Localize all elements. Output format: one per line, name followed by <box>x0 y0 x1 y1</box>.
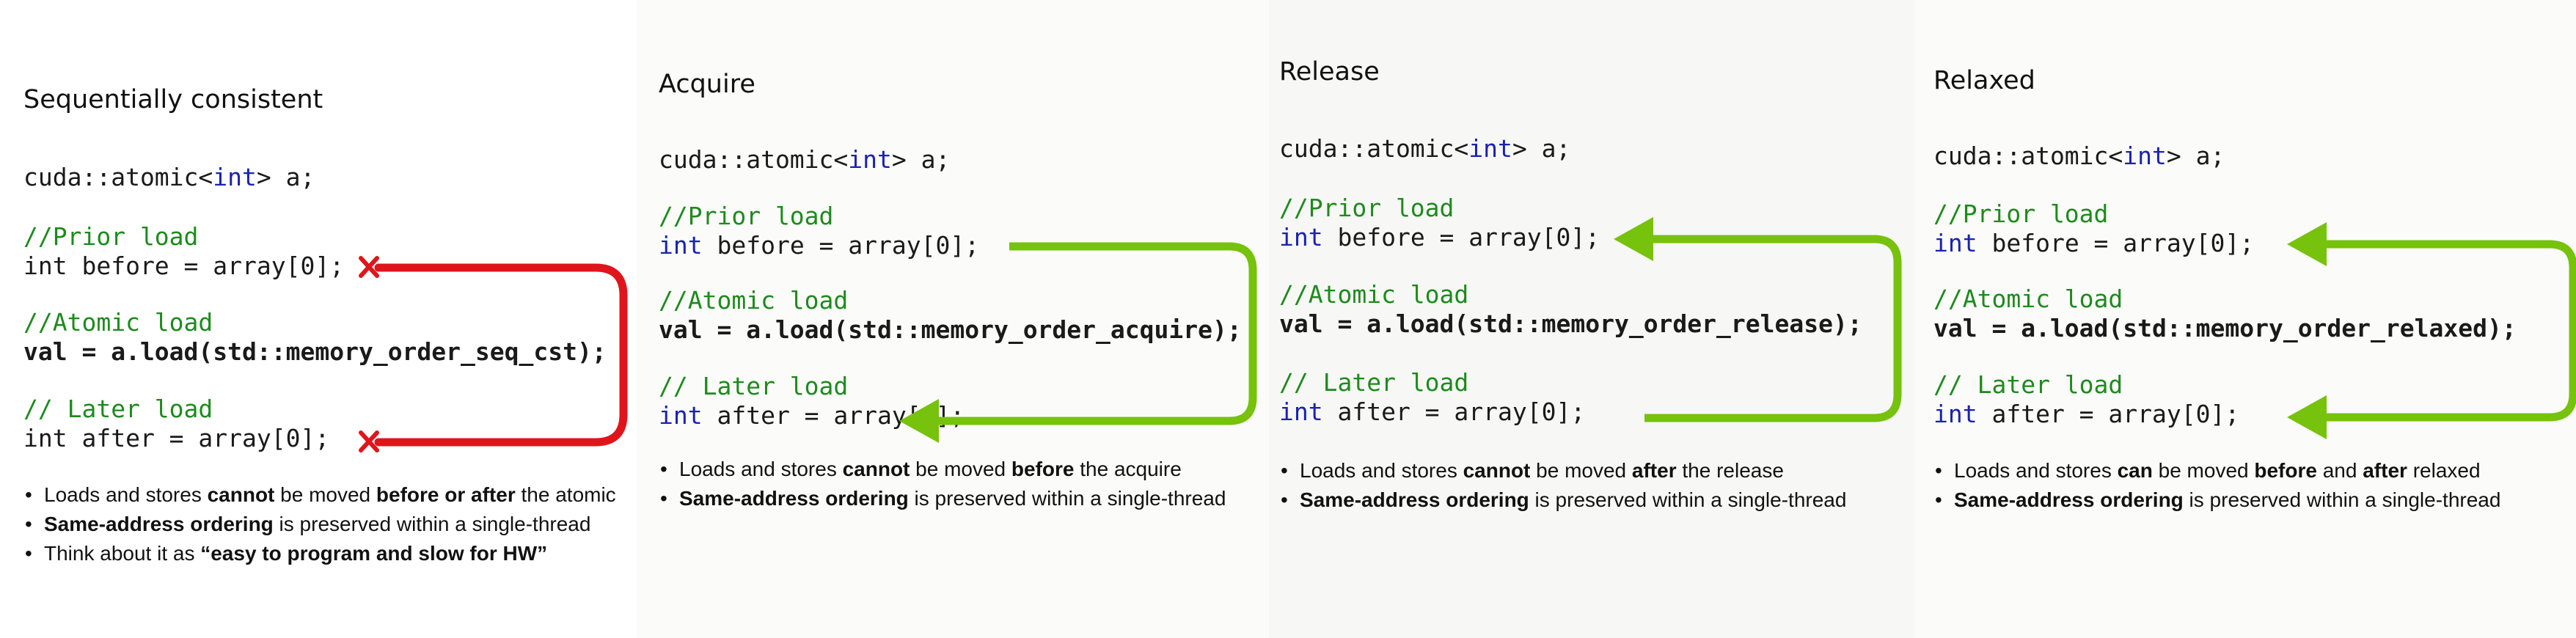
arrowhead-icon <box>1614 217 1653 261</box>
code-comment-atomic: //Atomic load <box>1933 285 2123 313</box>
code-prior-load: int before = array[0]; <box>23 252 345 280</box>
bullet-list: Loads and stores can be moved before and… <box>1933 456 2500 515</box>
bullet-item: Same-address ordering is preserved withi… <box>659 484 1226 513</box>
code-comment-later: // Later load <box>23 395 213 423</box>
green-connector-path <box>1644 235 1902 422</box>
code-comment-later: // Later load <box>1933 370 2123 399</box>
code-comment-prior: //Prior load <box>23 222 199 251</box>
cross-icon <box>359 256 379 278</box>
bullet-item: Loads and stores cannot be moved before … <box>659 455 1226 484</box>
bullet-item: Same-address ordering is preserved withi… <box>1279 485 1846 515</box>
code-comment-later: // Later load <box>659 372 849 400</box>
panel-sequentially-consistent: Sequentially consistent cuda::atomic<int… <box>0 0 637 638</box>
code-comment-prior: //Prior load <box>1933 199 2109 228</box>
bullet-item: Think about it as “easy to program and s… <box>23 539 616 568</box>
green-connector-path <box>937 242 1257 425</box>
code-later-load: int after = array[0]; <box>1279 397 1586 426</box>
arrowhead-icon <box>2287 395 2327 439</box>
panel-release: Release cuda::atomic<int> a; //Prior loa… <box>1269 0 1914 638</box>
green-arrow-release <box>1614 217 1902 422</box>
red-connector-path <box>374 263 628 447</box>
bullet-item: Loads and stores cannot be moved before … <box>23 480 616 510</box>
bullet-item: Loads and stores can be moved before and… <box>1933 456 2500 485</box>
bullet-item: Loads and stores cannot be moved after t… <box>1279 456 1846 485</box>
bullet-item: Same-address ordering is preserved withi… <box>23 510 616 539</box>
bullet-list: Loads and stores cannot be moved before … <box>659 455 1226 513</box>
code-prior-load: int before = array[0]; <box>1933 229 2255 257</box>
bullet-list: Loads and stores cannot be moved after t… <box>1279 456 1846 515</box>
bullet-list: Loads and stores cannot be moved before … <box>23 480 616 568</box>
code-declaration: cuda::atomic<int> a; <box>1933 142 2225 170</box>
code-later-load: int after = array[0]; <box>23 424 330 452</box>
panel-title: Acquire <box>659 70 755 99</box>
panel-relaxed: Relaxed cuda::atomic<int> a; //Prior loa… <box>1914 0 2576 638</box>
code-declaration: cuda::atomic<int> a; <box>23 163 315 191</box>
code-later-load: int after = array[0]; <box>659 401 965 430</box>
code-comment-atomic: //Atomic load <box>659 286 849 315</box>
code-later-load: int after = array[0]; <box>1933 400 2240 428</box>
code-comment-prior: //Prior load <box>1279 194 1455 222</box>
code-comment-later: // Later load <box>1279 368 1469 397</box>
panel-title: Release <box>1279 57 1380 87</box>
panel-acquire: Acquire cuda::atomic<int> a; //Prior loa… <box>637 0 1269 638</box>
code-atomic-load: val = a.load(std::memory_order_acquire); <box>659 315 1242 344</box>
code-comment-atomic: //Atomic load <box>1279 280 1469 309</box>
code-atomic-load: val = a.load(std::memory_order_seq_cst); <box>23 337 607 366</box>
cross-icon <box>359 430 379 452</box>
panel-title: Relaxed <box>1933 66 2035 95</box>
code-declaration: cuda::atomic<int> a; <box>659 145 951 174</box>
code-comment-atomic: //Atomic load <box>23 308 213 337</box>
code-atomic-load: val = a.load(std::memory_order_release); <box>1279 309 1862 338</box>
arrowhead-icon <box>2287 222 2327 266</box>
green-connector-path <box>2549 240 2576 422</box>
green-arrow-relaxed <box>2287 222 2576 439</box>
arrowhead-icon <box>899 399 939 443</box>
code-prior-load: int before = array[0]; <box>1279 223 1600 252</box>
code-atomic-load: val = a.load(std::memory_order_relaxed); <box>1933 314 2517 342</box>
green-arrow-acquire <box>899 242 1257 443</box>
code-prior-load: int before = array[0]; <box>659 231 980 260</box>
code-comment-prior: //Prior load <box>659 202 834 230</box>
red-blocked-arrow <box>359 256 628 452</box>
code-declaration: cuda::atomic<int> a; <box>1279 134 1571 163</box>
panel-title: Sequentially consistent <box>23 85 323 114</box>
bullet-item: Same-address ordering is preserved withi… <box>1933 485 2500 515</box>
